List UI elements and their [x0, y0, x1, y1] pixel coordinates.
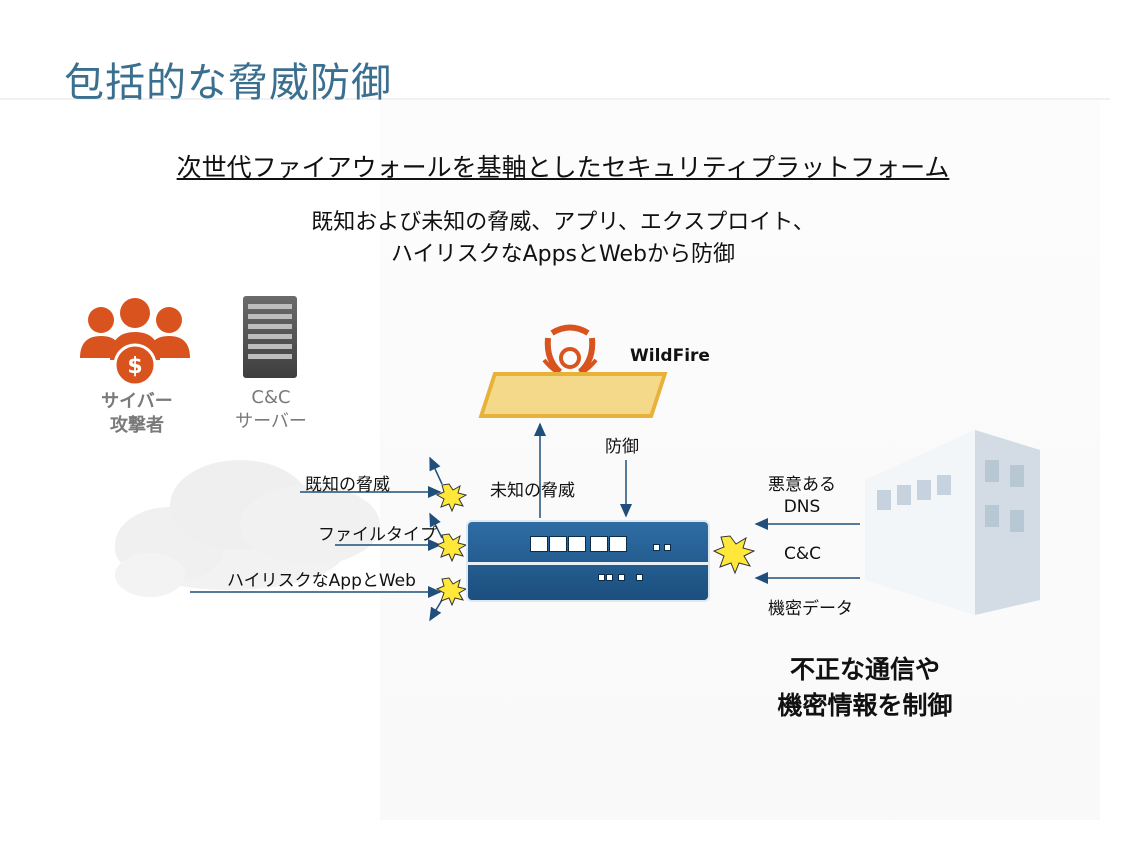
svg-text:$: $ — [127, 354, 142, 379]
highrisk-label: ハイリスクなAppとWeb — [227, 571, 416, 591]
firewall-appliance-icon — [466, 520, 710, 602]
result-line-1: 不正な通信や — [789, 655, 940, 684]
description: 既知および未知の脅威、アプリ、エクスプロイト、 ハイリスクなAppsとWebから… — [0, 207, 1126, 271]
cc-server-label: C&C サーバー — [226, 386, 316, 434]
unknown-threat-label: 未知の脅威 — [490, 481, 575, 501]
corporate-building-icon — [865, 430, 1040, 615]
wildfire-sandbox-icon — [478, 372, 668, 418]
server-icon — [243, 296, 297, 378]
malicious-dns-label: 悪意ある DNS — [768, 474, 836, 518]
cc-label: C&C — [784, 544, 821, 564]
result-line-2: 機密情報を制御 — [777, 691, 953, 720]
block-burst-icon — [435, 533, 468, 563]
block-burst-icon — [435, 483, 468, 513]
deflect-arrow — [429, 599, 443, 622]
malicious-dns-label-line-1: 悪意ある — [768, 475, 836, 495]
wildfire-label: WildFire — [630, 346, 710, 366]
confidential-data-label: 機密データ — [768, 599, 853, 619]
known-threat-label: 既知の脅威 — [305, 475, 390, 495]
biohazard-icon — [542, 324, 598, 378]
attacker-label-line-2: 攻撃者 — [110, 415, 164, 436]
block-burst-icon — [435, 577, 468, 607]
result-text: 不正な通信や 機密情報を制御 — [760, 652, 970, 724]
attacker-label: サイバー 攻撃者 — [92, 390, 182, 438]
description-line-1: 既知および未知の脅威、アプリ、エクスプロイト、 — [311, 210, 815, 235]
description-line-2: ハイリスクなAppsとWebから防御 — [391, 242, 735, 267]
deflect-arrow — [429, 456, 443, 485]
cc-server-label-line-2: サーバー — [235, 411, 307, 432]
page-title: 包括的な脅威防御 — [64, 60, 392, 106]
cc-server-label-line-1: C&C — [251, 387, 291, 408]
block-burst-icon — [712, 535, 756, 575]
filetype-label: ファイルタイプ — [318, 525, 437, 545]
attacker-label-line-1: サイバー — [101, 391, 173, 412]
malicious-dns-label-line-2: DNS — [783, 497, 821, 517]
background-divider — [0, 98, 1110, 100]
defense-label: 防御 — [605, 437, 639, 457]
attacker-group-icon: $ — [80, 298, 190, 387]
page-subtitle: 次世代ファイアウォールを基軸としたセキュリティプラットフォーム — [176, 153, 950, 182]
deflect-arrow — [429, 512, 443, 539]
